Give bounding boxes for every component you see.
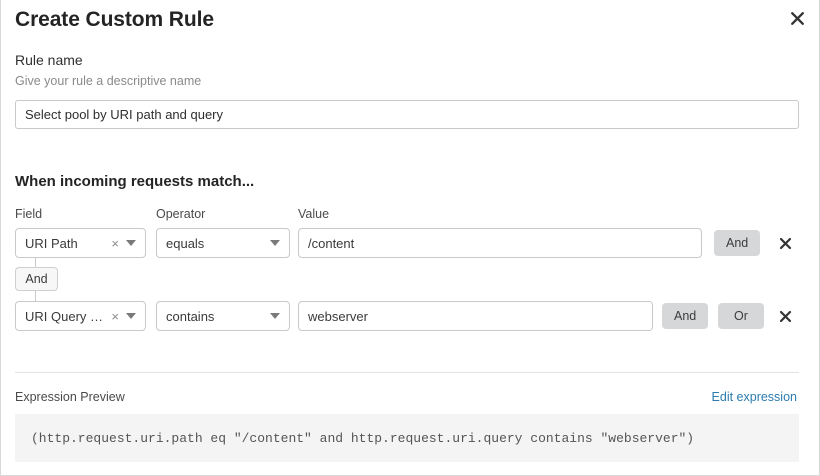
expression-preview-text: (http.request.uri.path eq "/content" and… (31, 430, 695, 446)
delete-condition-2-button[interactable] (772, 303, 798, 329)
field-select-1-label: URI Path (25, 235, 78, 251)
chevron-down-icon (126, 313, 136, 319)
field-select-2[interactable]: URI Query St... × (15, 301, 146, 331)
operator-select-1[interactable]: equals (156, 228, 290, 258)
chevron-down-icon (126, 240, 136, 246)
close-icon[interactable] (784, 5, 810, 31)
condition-connector: And (15, 258, 75, 302)
column-header-value: Value (298, 207, 330, 221)
page-title: Create Custom Rule (15, 8, 214, 31)
and-button-2[interactable]: And (662, 303, 708, 329)
or-button-2[interactable]: Or (718, 303, 764, 329)
chevron-down-icon (270, 313, 280, 319)
expression-preview-label: Expression Preview (15, 390, 125, 404)
operator-select-2[interactable]: contains (156, 301, 290, 331)
value-input-1[interactable] (298, 228, 702, 258)
and-button-1[interactable]: And (714, 230, 760, 256)
delete-condition-1-button[interactable] (772, 230, 798, 256)
section-divider (15, 372, 799, 373)
field-select-2-label: URI Query St... (25, 308, 108, 324)
rule-name-hint: Give your rule a descriptive name (15, 74, 202, 88)
rule-name-label: Rule name (15, 52, 83, 68)
operator-select-1-label: equals (166, 235, 205, 251)
clear-icon[interactable]: × (111, 308, 119, 324)
operator-select-2-label: contains (166, 308, 215, 324)
edit-expression-link[interactable]: Edit expression (711, 390, 797, 404)
expression-preview-box: (http.request.uri.path eq "/content" and… (15, 414, 799, 462)
clear-icon[interactable]: × (111, 235, 119, 251)
connector-line-top (35, 258, 36, 267)
value-input-2[interactable] (298, 301, 653, 331)
column-header-field: Field (15, 207, 43, 221)
connector-line-bottom (35, 291, 36, 302)
rule-name-input[interactable] (15, 100, 799, 129)
connector-and-badge[interactable]: And (15, 267, 58, 291)
column-header-operator: Operator (156, 207, 206, 221)
match-section-heading: When incoming requests match... (15, 173, 255, 190)
field-select-1[interactable]: URI Path × (15, 228, 146, 258)
chevron-down-icon (270, 240, 280, 246)
